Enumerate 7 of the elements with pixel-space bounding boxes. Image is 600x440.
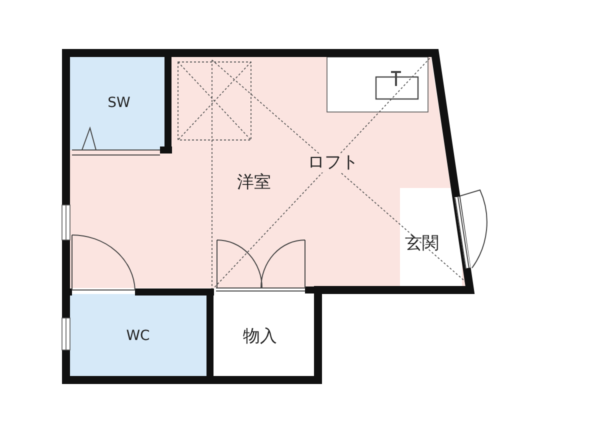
- room-name: SW: [108, 96, 130, 110]
- room-name: 洋室: [237, 174, 271, 192]
- room-name: 玄関: [405, 236, 439, 252]
- room-name: 物入: [243, 328, 277, 346]
- room: [400, 188, 462, 286]
- room-name: WC: [126, 329, 150, 343]
- room: [70, 57, 466, 288]
